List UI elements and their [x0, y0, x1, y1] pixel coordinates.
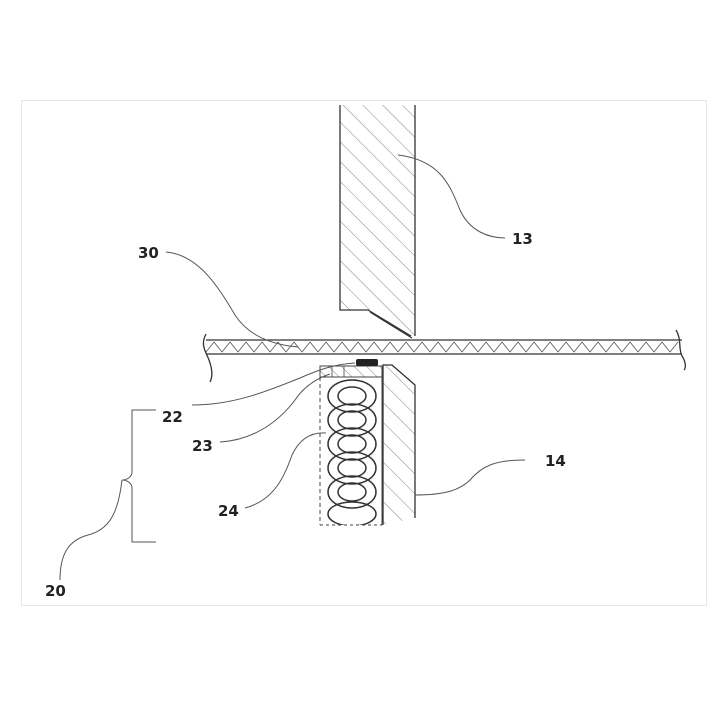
label-13: 13	[512, 230, 533, 248]
coil-spring	[327, 379, 377, 525]
drawing-frame	[21, 100, 707, 606]
label-22: 22	[162, 408, 183, 426]
label-14: 14	[545, 452, 566, 470]
cushion-holder	[319, 359, 383, 526]
label-24: 24	[218, 502, 239, 520]
lower-blade	[382, 364, 416, 525]
sheet-material	[202, 329, 686, 383]
leader-lines	[59, 154, 526, 581]
upper-blade	[339, 105, 416, 339]
label-23: 23	[192, 437, 213, 455]
group-brace	[121, 409, 156, 543]
label-20: 20	[45, 582, 66, 600]
label-30: 30	[138, 244, 159, 262]
